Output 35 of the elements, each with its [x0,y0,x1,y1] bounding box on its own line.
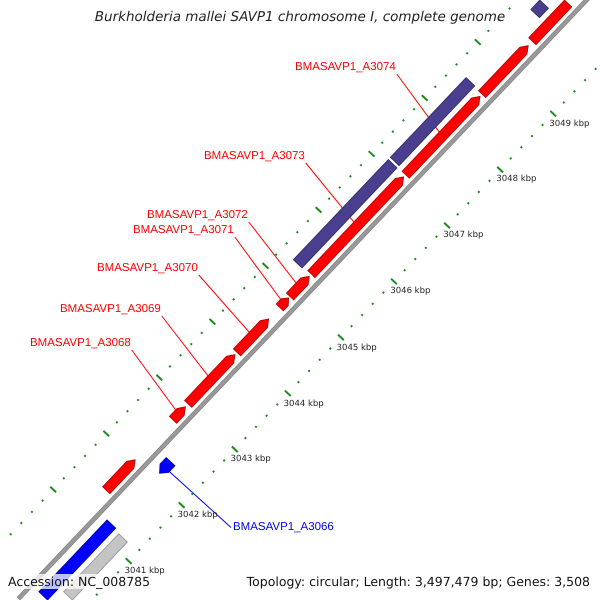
leader-line [168,471,232,528]
gene-label: BMASAVP1_A3073 [204,150,305,163]
leader-line [198,274,250,333]
scale-label: 3046 kbp [390,286,430,296]
gene-label: BMASAVP1_A3068 [30,337,131,350]
footer-text: Accession: NC_008785 [8,574,150,589]
gene-feature [159,456,176,474]
leader-line [161,316,208,376]
gene-label: BMASAVP1_A3066 [233,521,334,534]
scale-label: 3047 kbp [443,230,484,240]
gene-feature [168,406,186,424]
scale-label: 3045 kbp [336,342,377,353]
scale-label: 3044 kbp [284,398,324,408]
gene-feature [478,45,529,98]
scale-label: 3043 kbp [230,454,271,464]
gene-label: BMASAVP1_A3072 [147,209,248,222]
gene-label: BMASAVP1_A3071 [133,224,234,237]
gene-feature [307,176,404,278]
scale-label: 3048 kbp [496,174,536,184]
gene-feature [286,276,310,301]
scale-label: 3042 kbp [178,510,218,520]
gene-feature [232,318,270,356]
gene-feature [402,96,480,179]
map-title: Burkholderia mallei SAVP1 chromosome I, complete genome [94,9,506,25]
gene-label: BMASAVP1_A3070 [97,262,198,275]
leader-line [131,350,176,410]
scale-label: 3049 kbp [549,118,590,128]
gene-feature [102,459,136,494]
footer-text: Topology: circular; Length: 3,497,479 bp; Genes: 3,508 [246,574,590,589]
gene-feature [276,298,290,312]
gene-label: BMASAVP1_A3069 [60,303,161,316]
leader-line [234,236,282,300]
gene-feature [184,354,236,408]
gene-label: BMASAVP1_A3074 [295,61,396,74]
scale-label: 3041 kbp [124,566,165,576]
